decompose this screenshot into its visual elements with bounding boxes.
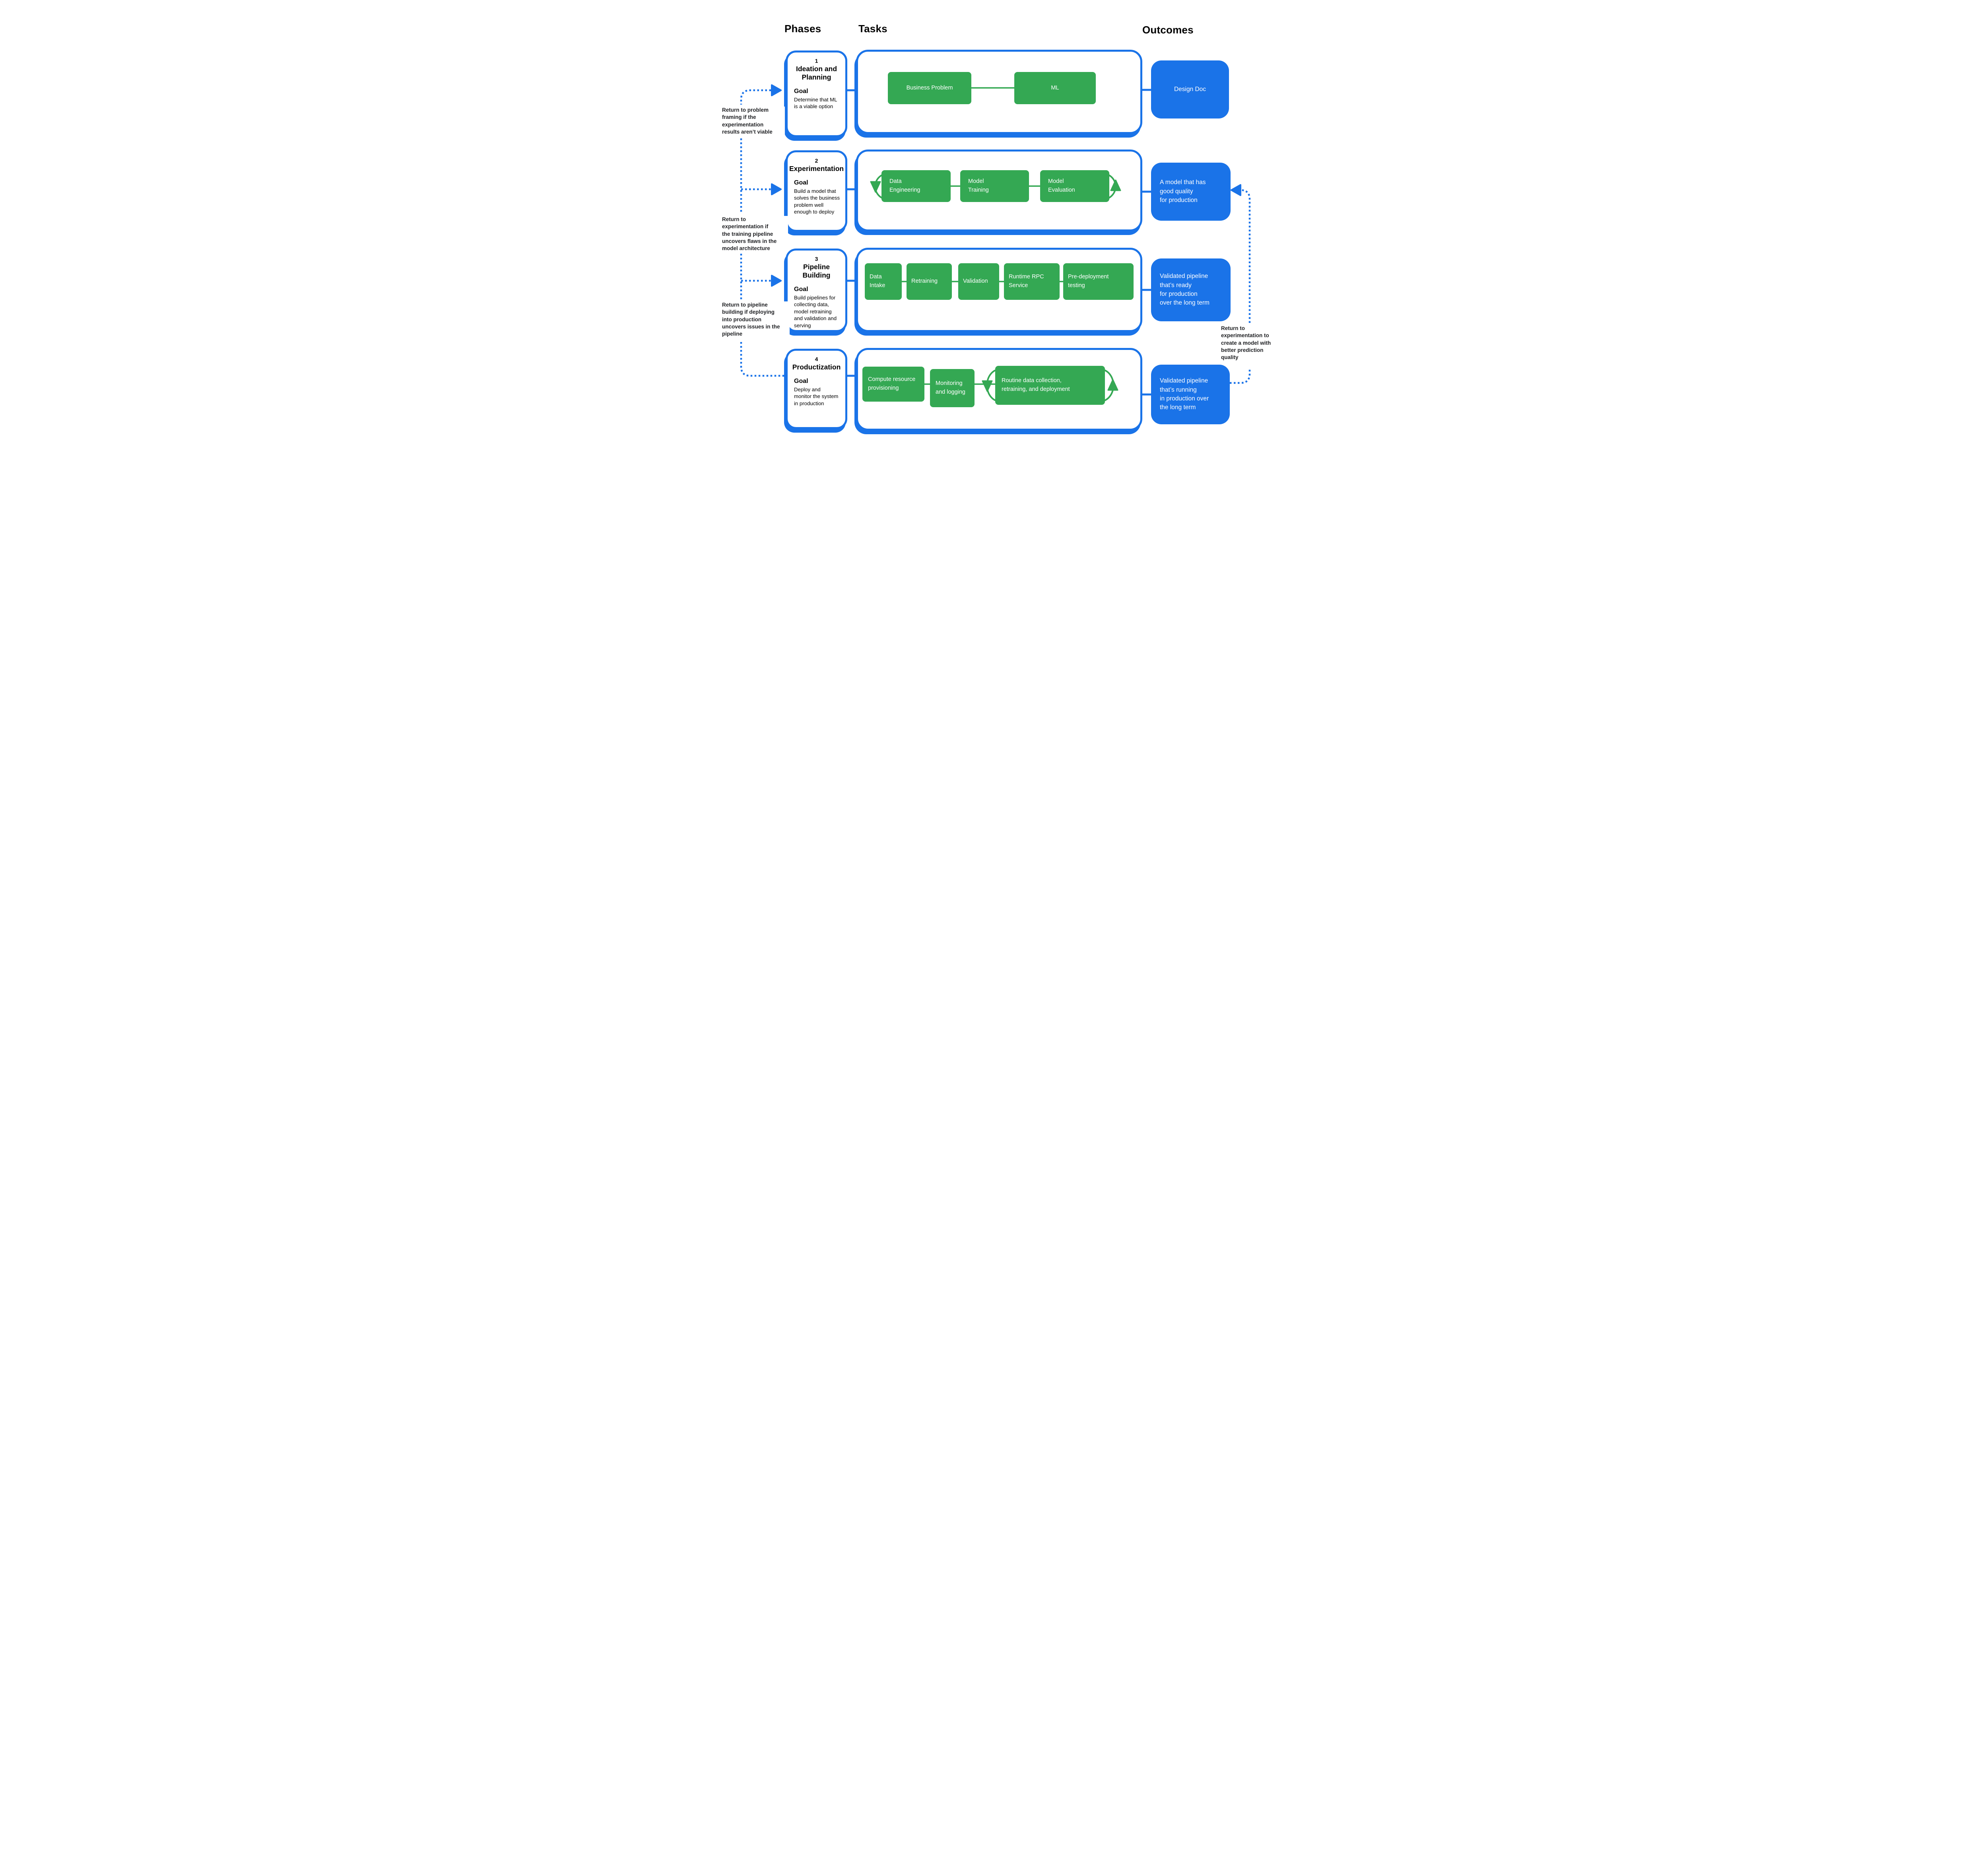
goal-text: Determine that ML is a viable option <box>794 97 837 110</box>
outcome-validated-pipeline-ready: Validated pipeline that’s ready for prod… <box>1151 258 1231 321</box>
outcome-good-quality-model: A model that has good quality for produc… <box>1151 163 1231 221</box>
phase-card-pipeline-building: 3 Pipeline Building Goal Build pipelines… <box>786 249 847 332</box>
task-data-intake: Data Intake <box>865 263 902 300</box>
phase-title: Pipeline Building <box>802 263 831 279</box>
phase-card-productization: 4 Productization Goal Deploy and monitor… <box>786 349 847 429</box>
phase-number: 4 <box>815 356 818 362</box>
goal-label: Goal <box>794 378 808 385</box>
outcome-validated-pipeline-running: Validated pipeline that’s running in pro… <box>1151 365 1230 424</box>
return-arrow-left-icon <box>1231 184 1241 196</box>
task-retraining: Retraining <box>907 263 952 300</box>
outcomes-column-header: Outcomes <box>1142 24 1194 36</box>
goal-text: Deploy and monitor the system in product… <box>794 387 839 406</box>
task-ml: ML <box>1014 72 1096 104</box>
return-path-right-bottom-elbow <box>1230 368 1251 384</box>
return-path-bottom-elbow <box>740 342 786 377</box>
goal-label: Goal <box>794 179 808 186</box>
goal-label: Goal <box>794 88 808 95</box>
tasks-column-header: Tasks <box>858 23 887 35</box>
tasks-to-outcome-connectors <box>1142 89 1152 396</box>
return-path-top-elbow <box>740 89 771 105</box>
phase-title: Ideation and Planning <box>796 65 837 81</box>
phase-title: Experimentation <box>789 165 844 173</box>
task-monitoring-and-logging: Monitoring and logging <box>930 369 975 407</box>
return-path-right-vertical <box>1235 189 1251 323</box>
return-label-pipeline-building: Return to pipeline building if deploying… <box>722 301 790 338</box>
return-label-experimentation-quality: Return to experimentation to create a mo… <box>1221 325 1275 361</box>
phase-card-experimentation: 2 Experimentation Goal Build a model tha… <box>786 150 847 232</box>
goal-label: Goal <box>794 286 808 293</box>
return-label-experimentation: Return to experimentation if the trainin… <box>722 216 788 253</box>
mlops-lifecycle-diagram: Phases Tasks Outcomes 1 Ideation and Pla… <box>712 0 1276 465</box>
return-label-problem-framing: Return to problem framing if the experim… <box>722 107 785 136</box>
task-pre-deployment-testing: Pre-deployment testing <box>1063 263 1134 300</box>
task-routine-data-collection-retraining-deployment: Routine data collection, retraining, and… <box>995 366 1105 405</box>
task-model-evaluation: Model Evaluation <box>1040 170 1109 202</box>
phase-card-ideation-and-planning: 1 Ideation and Planning Goal Determine t… <box>786 51 847 137</box>
phase-title: Productization <box>792 363 841 371</box>
task-compute-resource-provisioning: Compute resource provisioning <box>862 367 924 402</box>
phase-number: 2 <box>815 157 818 164</box>
goal-text: Build pipelines for collecting data, mod… <box>794 295 837 328</box>
return-arrow-right-icon <box>771 183 782 195</box>
task-runtime-rpc-service: Runtime RPC Service <box>1004 263 1060 300</box>
task-model-training: Model Training <box>960 170 1029 202</box>
goal-text: Build a model that solves the business p… <box>794 188 840 215</box>
return-arrow-right-icon <box>771 275 782 287</box>
task-data-engineering: Data Engineering <box>881 170 951 202</box>
task-business-problem: Business Problem <box>888 72 971 104</box>
phase-number: 1 <box>815 58 818 64</box>
task-validation: Validation <box>958 263 999 300</box>
return-arrow-right-icon <box>771 84 782 96</box>
phase-to-tasks-connectors <box>847 89 857 377</box>
outcome-design-doc: Design Doc <box>1151 60 1229 118</box>
phase-number: 3 <box>815 256 818 262</box>
phases-column-header: Phases <box>784 23 821 35</box>
